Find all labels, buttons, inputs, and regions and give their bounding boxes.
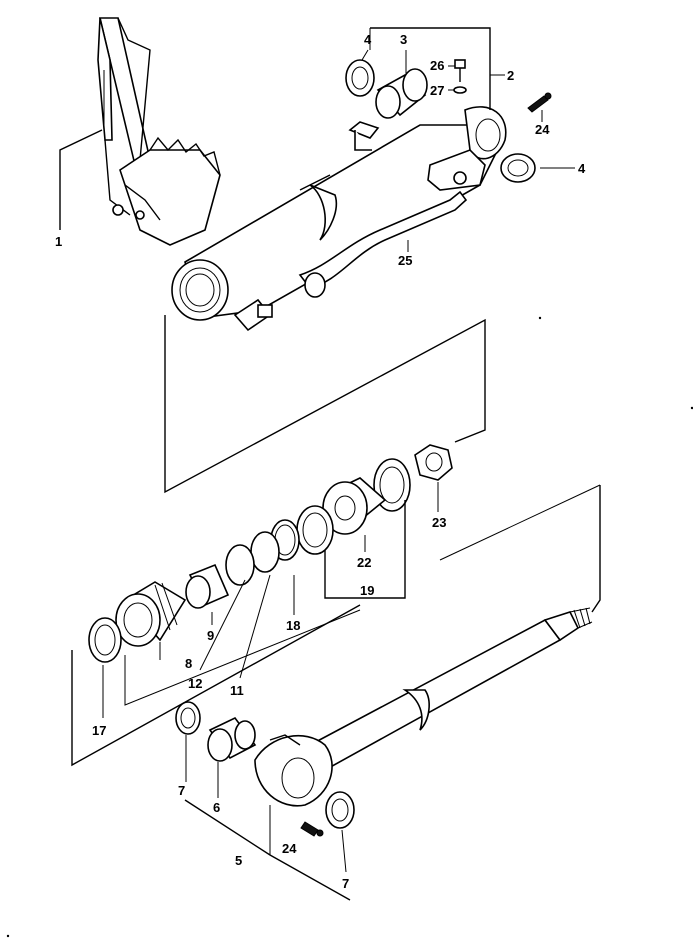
label-17: 17 [92,723,106,738]
excavator-arm-illustration [97,17,221,246]
leader-1 [59,129,103,230]
seal-4-top [345,59,375,97]
wear-ring-9 [185,563,230,609]
label-7-left: 7 [178,783,185,798]
label-4-right: 4 [578,161,586,176]
label-3: 3 [400,32,407,47]
label-6: 6 [213,800,220,815]
label-1: 1 [55,234,62,249]
gland-8 [115,581,187,647]
rod-thread [569,607,593,629]
bushing-3 [375,68,428,119]
nut-23 [414,444,453,481]
label-12: 12 [188,676,202,691]
rod-leader [591,485,601,613]
seal-4-right [500,153,536,183]
label-8: 8 [185,656,192,671]
label-27: 27 [430,83,444,98]
seal-ring [296,505,334,555]
bracket-5 [184,799,351,901]
piston-22 [322,477,387,535]
label-19: 19 [360,583,374,598]
label-4-top: 4 [364,32,372,47]
label-7-right: 7 [342,876,349,891]
backup-ring [225,544,255,586]
label-25: 25 [398,253,412,268]
seal-7-left [175,701,201,735]
snap-ring-17 [88,617,122,663]
label-24-bottom: 24 [282,841,297,856]
grease-fitting-block [233,298,273,332]
o-ring-18 [250,531,280,573]
label-22: 22 [357,555,371,570]
label-2: 2 [507,68,514,83]
washer-27 [453,86,467,94]
assembly-leader [164,315,486,494]
bushing-6 [207,716,257,762]
label-5: 5 [235,853,242,868]
hydraulic-pipe [298,190,468,298]
bracket-2 [370,27,491,110]
label-23: 23 [432,515,446,530]
cylinder-barrel [171,121,502,321]
rod-eye [254,734,333,807]
label-9: 9 [207,628,214,643]
grease-nipple-24-top [527,92,552,113]
label-18: 18 [286,618,300,633]
grease-nipple-24-bottom [300,821,324,837]
mounting-bracket [427,149,486,191]
piston-rod [308,607,593,772]
seal-7-right [325,791,355,829]
label-24-top: 24 [535,122,550,137]
bolt-26 [454,59,466,82]
label-11: 11 [230,683,244,698]
label-26: 26 [430,58,444,73]
bracket-19 [324,500,406,599]
